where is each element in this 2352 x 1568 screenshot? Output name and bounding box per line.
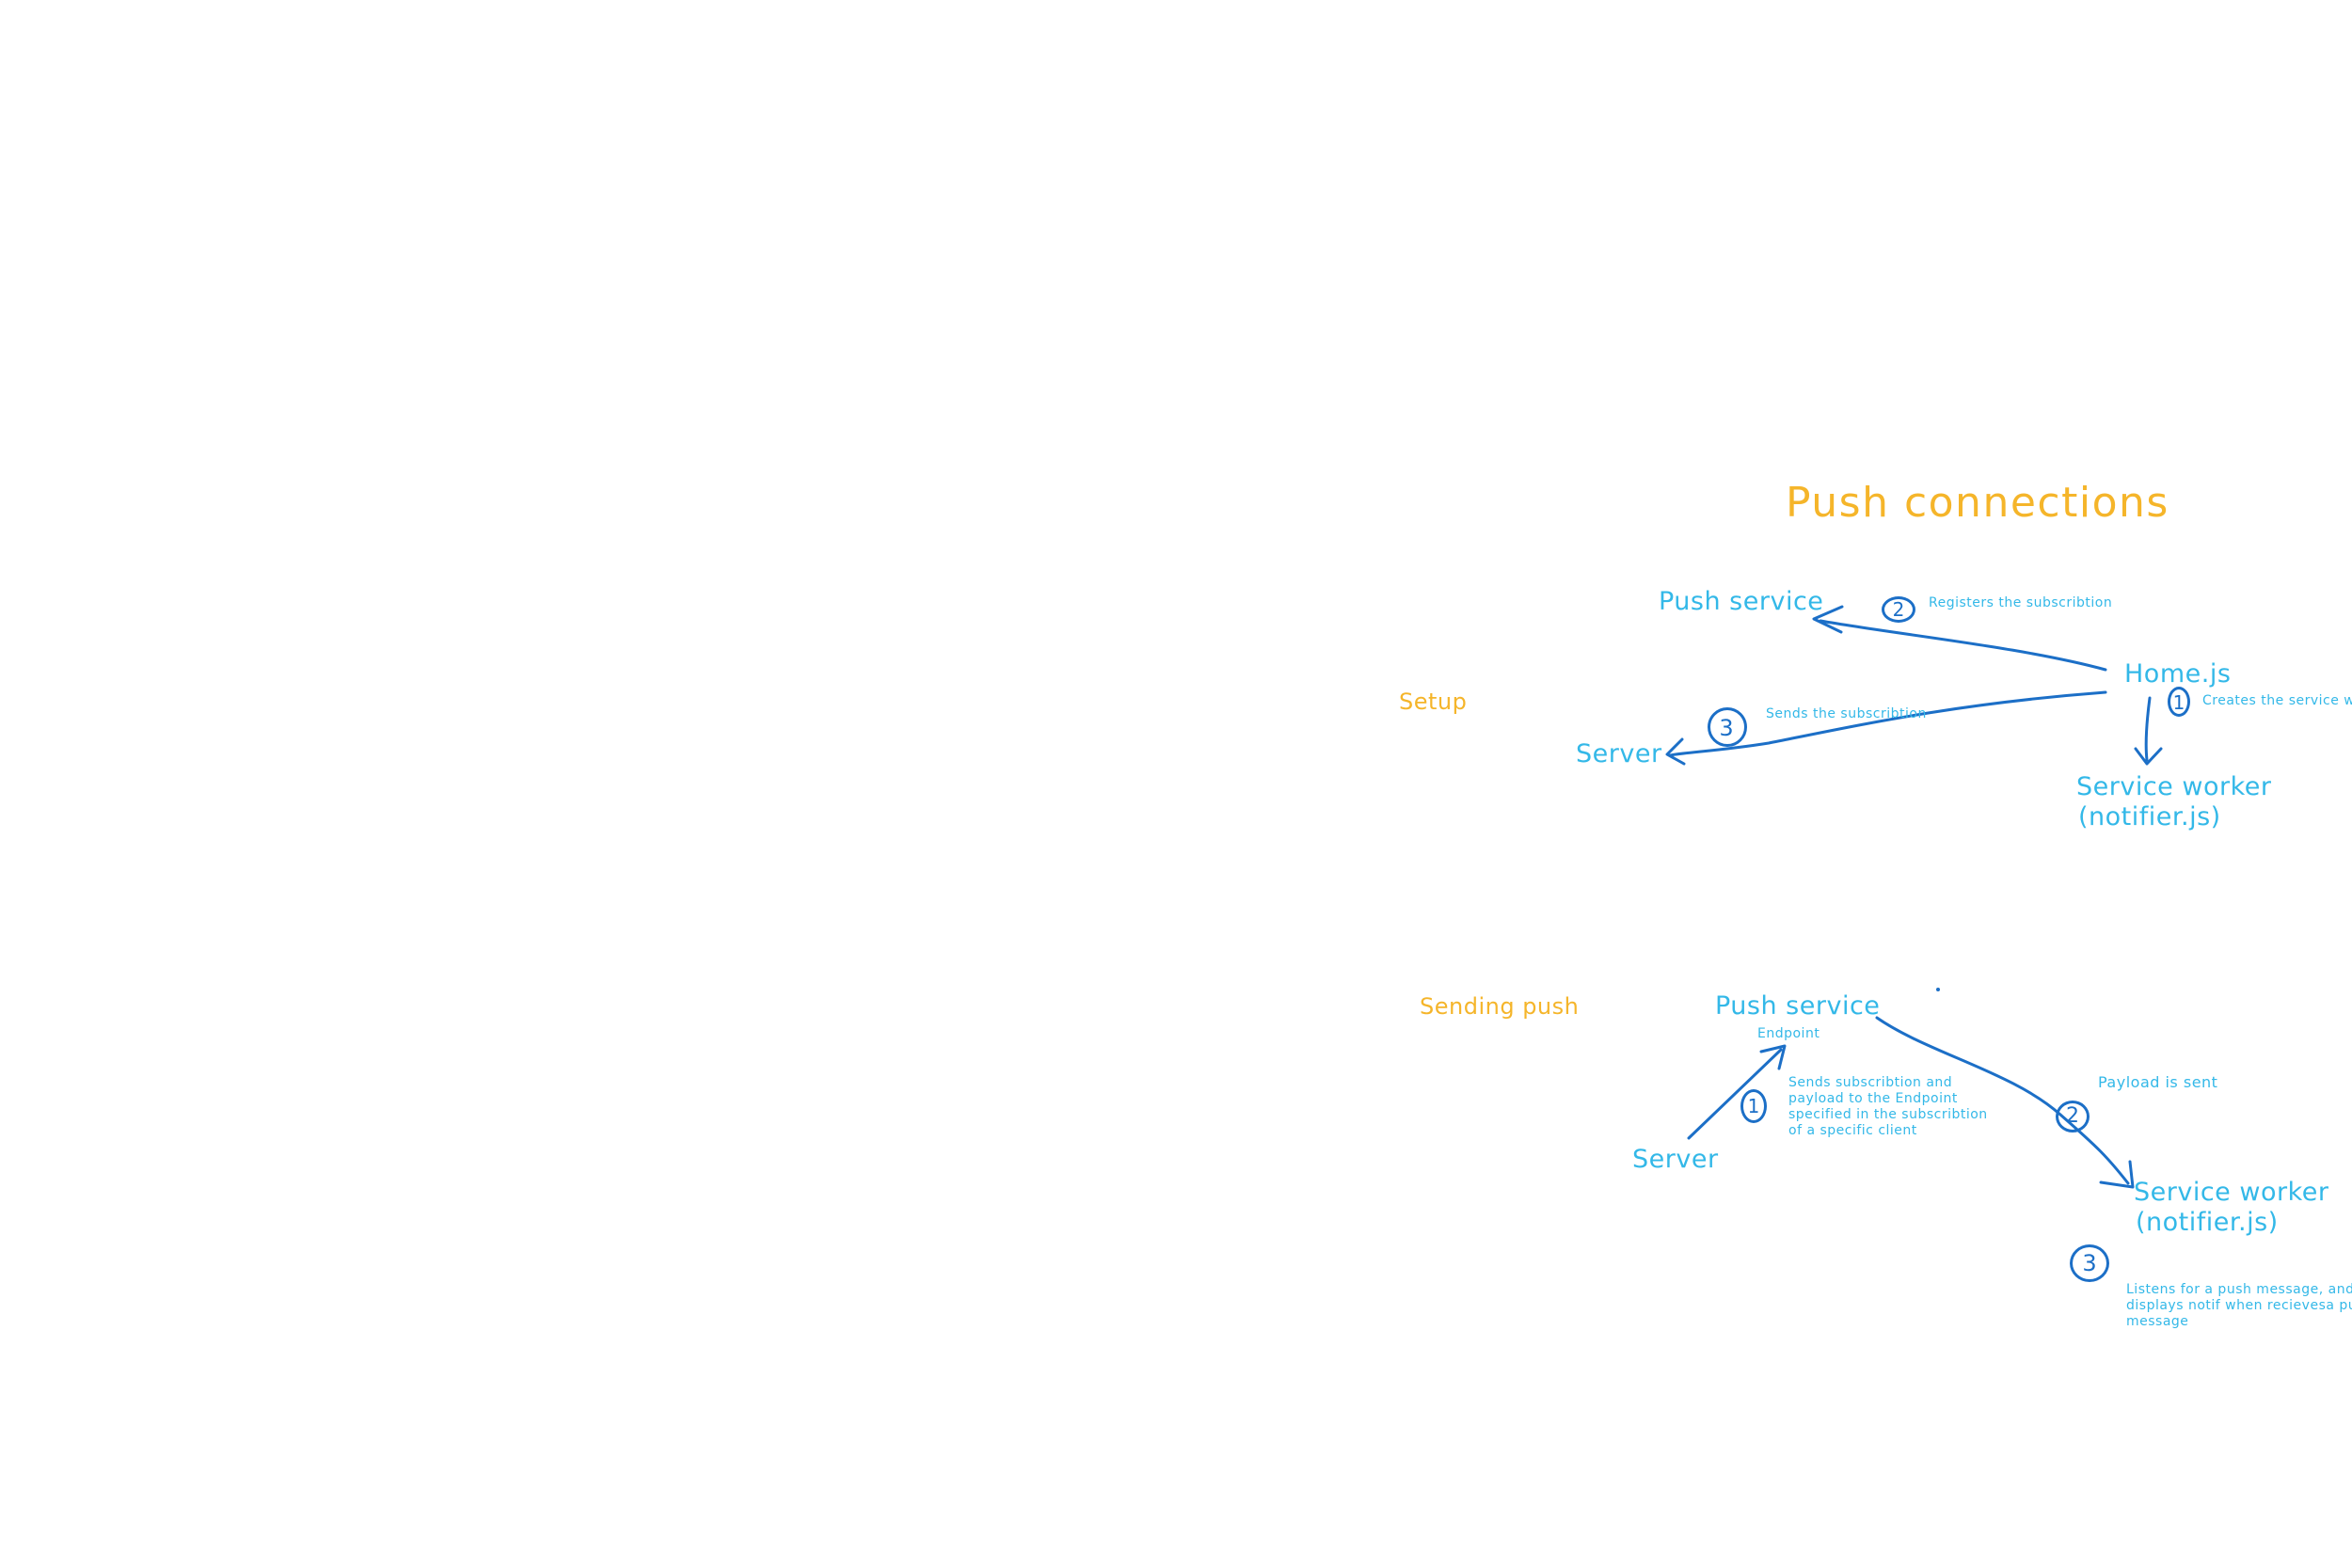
setup-step-3-text: Sends the subscribtion <box>1766 706 1927 721</box>
sending-service-worker-node: Service worker <box>2134 1178 2329 1207</box>
arrow-server-to-endpoint <box>1687 1048 1783 1140</box>
setup-step-1-text: Creates the service worker <box>2202 693 2352 708</box>
setup-step-3-circle <box>1708 707 1747 747</box>
setup-step-1-circle <box>2168 687 2190 717</box>
page-title: Push connections <box>1786 479 2169 527</box>
setup-section-label: Setup <box>1399 689 1468 715</box>
sending-step-3-line-3: message <box>2126 1314 2189 1329</box>
setup-service-worker-node: Service worker <box>2076 772 2272 801</box>
setup-push-service-node: Push service <box>1659 587 1824 616</box>
arrowhead-endpoint <box>1759 1044 1787 1070</box>
sending-step-1-circle <box>1740 1089 1767 1123</box>
sending-section-label: Sending push <box>1420 993 1580 1020</box>
setup-step-1-number: 1 <box>2172 691 2185 714</box>
arrowhead-server <box>1665 737 1686 766</box>
arrow-home-to-service-worker <box>2144 696 2152 762</box>
setup-step-3-number: 3 <box>1719 715 1734 741</box>
sending-push-service-node: Push service <box>1715 991 1881 1021</box>
sending-endpoint-label: Endpoint <box>1757 1026 1820 1041</box>
setup-service-worker-file: (notifier.js) <box>2078 802 2221 832</box>
arrowhead-sending-service-worker <box>2099 1160 2135 1189</box>
setup-step-2-circle <box>1882 596 1915 623</box>
setup-home-js-node: Home.js <box>2124 659 2232 689</box>
sending-step-1-line-1: Sends subscribtion and <box>1788 1075 1953 1090</box>
setup-server-node: Server <box>1576 739 1662 768</box>
arrow-home-to-push-service <box>1819 619 2107 672</box>
arrowhead-push-service <box>1812 605 1844 634</box>
sending-step-3-line-2: displays notif when recievesa push <box>2126 1298 2352 1313</box>
sending-step-1-line-4: of a specific client <box>1788 1123 1917 1138</box>
sending-server-node: Server <box>1632 1145 1719 1174</box>
arrowhead-service-worker <box>2134 747 2163 766</box>
arrow-home-to-server <box>1668 690 2107 757</box>
sending-step-1-line-3: specified in the subscribtion <box>1788 1107 1988 1122</box>
sending-step-1-number: 1 <box>1747 1095 1760 1117</box>
sending-step-3-number: 3 <box>2082 1250 2097 1276</box>
stray-dot <box>1936 988 1940 991</box>
sending-step-2-text: Payload is sent <box>2098 1073 2218 1091</box>
sending-service-worker-file: (notifier.js) <box>2136 1208 2279 1237</box>
sending-step-3-line-1: Listens for a push message, and <box>2126 1282 2352 1297</box>
sending-step-1-line-2: payload to the Endpoint <box>1788 1091 1958 1106</box>
sending-step-2-number: 2 <box>2066 1104 2079 1128</box>
sending-step-2-circle <box>2056 1101 2090 1132</box>
setup-step-2-number: 2 <box>1892 598 1905 621</box>
arrow-push-service-to-service-worker <box>1875 1016 2130 1185</box>
setup-step-2-text: Registers the subscribtion <box>1929 595 2113 610</box>
sending-step-3-circle <box>2070 1244 2109 1282</box>
